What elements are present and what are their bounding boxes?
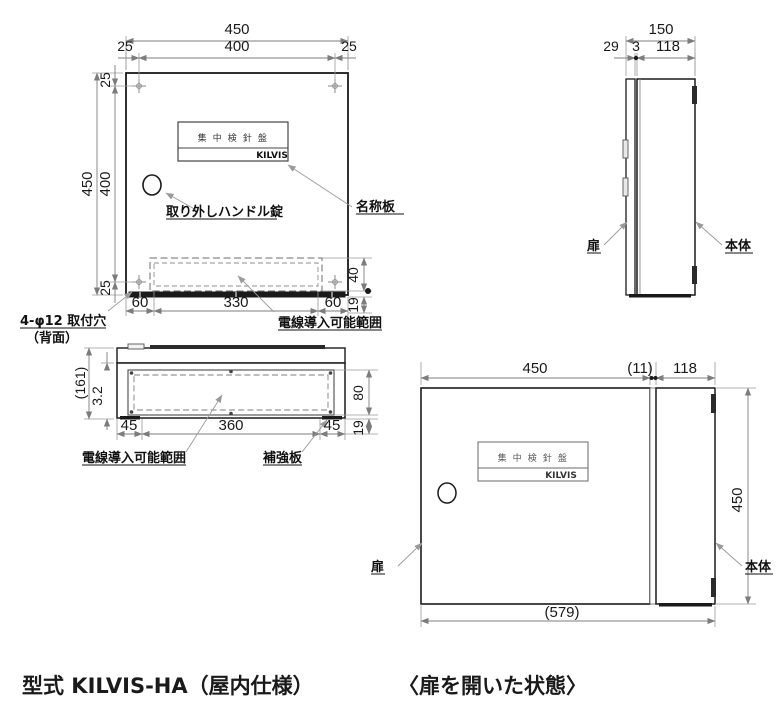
- dim-text-top-opening: 360: [218, 417, 243, 434]
- label-side-body: 本体: [725, 238, 752, 254]
- dim-text-front-ko-left: 60: [132, 294, 149, 311]
- label-handle-lock: 取り外しハンドル錠: [166, 204, 284, 220]
- open-view-body: [420, 387, 716, 607]
- label-reinforce-plate: 補強板: [262, 450, 303, 466]
- dim-text-open-hinge-gap: (11): [627, 360, 653, 377]
- nameplate-logo-open: KILVIS: [545, 471, 577, 481]
- open-view-leaders: [397, 542, 743, 567]
- dim-open-span-579: [420, 604, 716, 627]
- dim-text-top-left: 45: [121, 417, 138, 434]
- side-view-body: [622, 78, 697, 298]
- nameplate-logo-front: KILVIS: [256, 151, 288, 161]
- side-view-leaders: [603, 221, 723, 246]
- dim-text-front-base-height: 19: [345, 297, 361, 313]
- dim-text-front-width: 450: [224, 21, 249, 38]
- label-wire-entry-top: 電線導入可能範囲: [82, 450, 186, 466]
- dim-text-front-height: 450: [79, 171, 96, 196]
- dim-text-side-overall: 150: [648, 21, 673, 38]
- dim-text-front-edge-right: 25: [341, 38, 357, 54]
- dim-top-depth: [84, 347, 114, 430]
- dim-text-side-gap: 3: [632, 38, 640, 54]
- label-side-door: 扉: [587, 238, 600, 254]
- label-open-body: 本体: [745, 559, 772, 575]
- dim-top-bottom-row: [116, 419, 346, 440]
- caption-row: 型式 KILVIS-HA（屋内仕様） 〈扉を開いた状態〉: [0, 660, 780, 720]
- handle-lock-circle: [142, 174, 162, 196]
- dim-text-front-edge-bottom: 25: [97, 280, 113, 296]
- dim-text-top-thickness: 3.2: [89, 386, 105, 406]
- top-view-leaders: [185, 394, 328, 453]
- top-view-body: [116, 343, 346, 420]
- dim-open-height-450: [715, 387, 756, 605]
- label-mounting-holes: 4-φ12 取付穴: [20, 313, 106, 329]
- dim-text-top-depth: (161): [72, 367, 88, 400]
- dim-text-front-edge-left: 25: [117, 38, 133, 54]
- label-nameplate: 名称板: [356, 199, 396, 215]
- dim-front-pitch-400-v: [110, 65, 135, 303]
- dim-text-open-body-depth: 118: [673, 360, 697, 377]
- dim-open-top: [420, 362, 716, 385]
- front-leader-lines: [107, 164, 353, 313]
- dim-text-side-offset: 29: [603, 38, 619, 54]
- dim-text-open-span: (579): [544, 604, 579, 621]
- dim-text-front-ko-width: 330: [223, 294, 248, 311]
- dim-text-front-pitch-w: 400: [224, 38, 249, 55]
- dim-front-height-450: [92, 72, 123, 296]
- dim-top-right: [334, 369, 378, 435]
- dim-text-front-ko-right: 60: [325, 294, 342, 311]
- dim-text-side-body: 118: [656, 38, 680, 55]
- front-nameplate-box: [177, 121, 289, 162]
- dim-text-top-opening-depth: 80: [350, 385, 366, 401]
- dim-side-29-3-118: [614, 53, 696, 76]
- dim-text-open-door-width: 450: [522, 360, 547, 377]
- dim-text-front-ko-height: 40: [345, 267, 361, 283]
- label-mounting-holes-sub: （背面）: [26, 330, 78, 346]
- nameplate-title-open: 集 中 検 針 盤: [498, 452, 569, 464]
- dim-text-open-height: 450: [729, 487, 746, 512]
- caption-door-open: 〈扉を開いた状態〉: [398, 674, 587, 698]
- dim-front-right-40-19: [322, 257, 372, 314]
- caption-model-type: 型式 KILVIS-HA（屋内仕様）: [22, 674, 314, 698]
- dim-text-front-edge-top: 25: [97, 72, 113, 88]
- dim-front-bottom-row: [125, 291, 349, 316]
- dim-text-front-pitch-h: 400: [97, 171, 114, 196]
- front-wire-entry-region: [149, 257, 323, 292]
- nameplate-title-front: 集 中 検 針 盤: [198, 132, 269, 144]
- dim-front-pitch-400: [118, 53, 356, 82]
- label-open-door: 扉: [371, 559, 384, 575]
- dim-text-top-right: 45: [324, 417, 341, 434]
- label-wire-entry-front: 電線導入可能範囲: [278, 315, 382, 331]
- dim-text-top-base-depth: 19: [350, 420, 366, 436]
